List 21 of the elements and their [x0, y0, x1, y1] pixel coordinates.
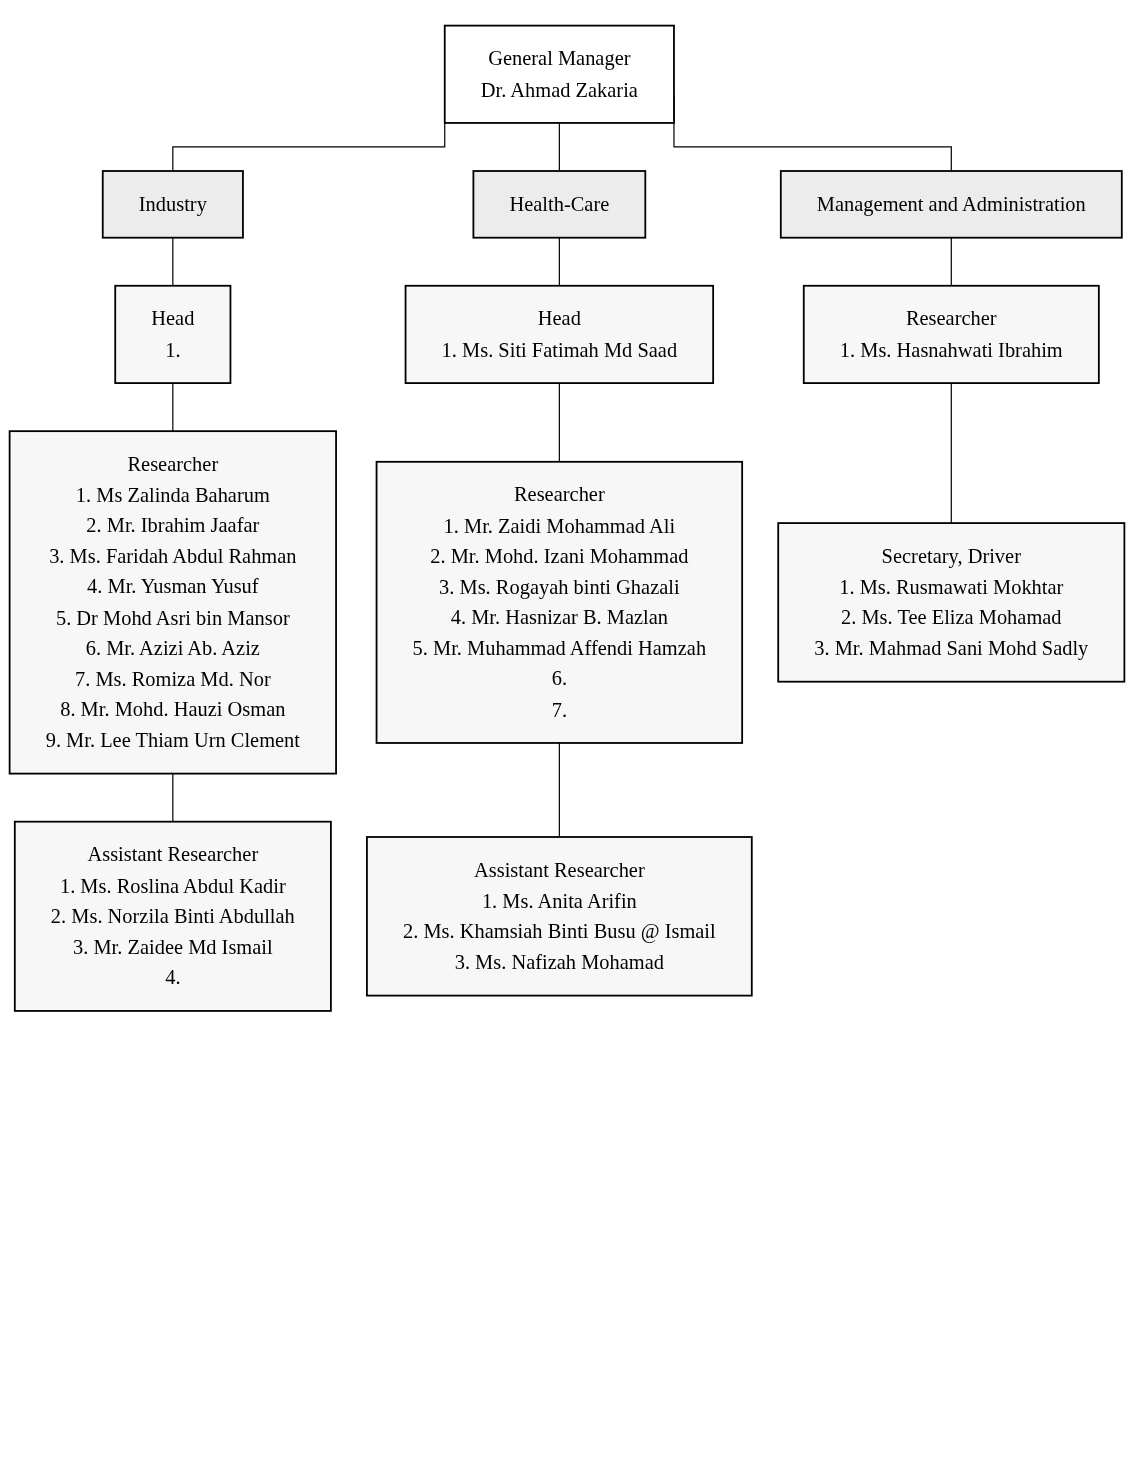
- node-box: Researcher 1. Ms. Hasnahwati Ibrahim: [802, 284, 1100, 384]
- node-box: Management and Administration: [779, 170, 1123, 239]
- connector: [558, 742, 560, 838]
- node-box: Researcher 1. Ms Zalinda Baharum 2. Mr. Ibrahim Jaafar 3. Ms. Faridah Abdul Rahman 4. Mr. Yusman Yusuf 5. Dr Mohd Asri bin Mansor 6. Mr. Azizi Ab. Aziz 7. Ms. Romiza Md. Nor 8. Mr. Mohd. Hauzi Osman 9. Mr. Lee Thiam Urn Clement: [8, 430, 337, 775]
- node-box: Health-Care: [472, 170, 647, 239]
- connector: [558, 237, 560, 287]
- connector: [950, 382, 952, 524]
- connector: [558, 122, 560, 172]
- node-box: Head 1. Ms. Siti Fatimah Md Saad: [404, 284, 715, 384]
- connector: [172, 237, 174, 287]
- node-box: Head 1.: [114, 284, 232, 384]
- connector: [172, 773, 174, 823]
- connector: [558, 382, 560, 463]
- connector: [950, 237, 952, 287]
- node-box: Industry: [101, 170, 244, 239]
- node-box: Secretary, Driver 1. Ms. Rusmawati Mokhtar 2. Ms. Tee Eliza Mohamad 3. Mr. Mahmad Sani Mohd Sadly: [777, 522, 1126, 683]
- node-box: Assistant Researcher 1. Ms. Roslina Abdul Kadir 2. Ms. Norzila Binti Abdullah 3. Mr. Zaidee Md Ismail 4.: [13, 820, 332, 1012]
- node-box: General Manager Dr. Ahmad Zakaria: [443, 24, 675, 124]
- node-box: Assistant Researcher 1. Ms. Anita Arifin 2. Ms. Khamsiah Binti Busu @ Ismail 3. Ms. Nafizah Mohamad: [366, 836, 753, 997]
- connector: [172, 382, 174, 432]
- node-box: Researcher 1. Mr. Zaidi Mohammad Ali 2. Mr. Mohd. Izani Mohammad 3. Ms. Rogayah binti Ghazali 4. Mr. Hasnizar B. Mazlan 5. Mr. Muhammad Affendi Hamzah 6. 7.: [375, 460, 744, 744]
